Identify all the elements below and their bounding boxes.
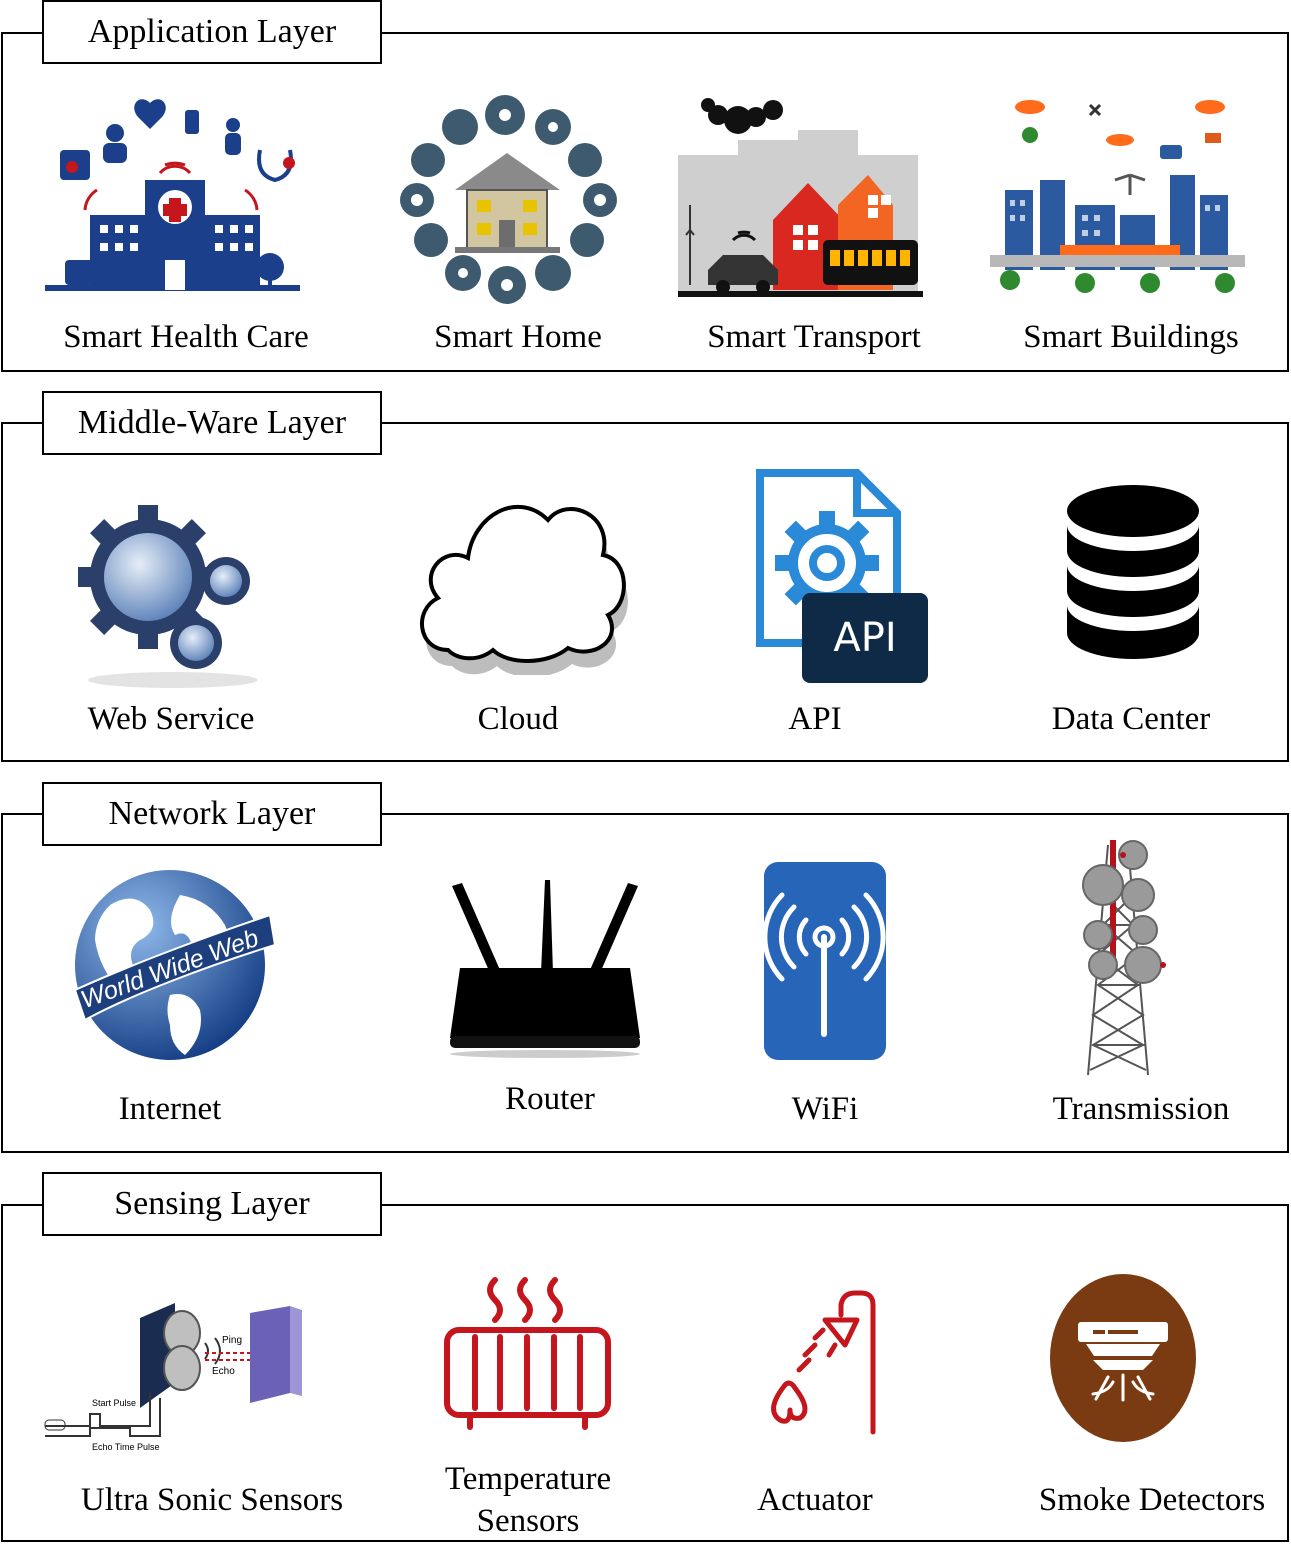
middleware-layer-title: Middle-Ware Layer	[42, 391, 382, 455]
api-label: API	[788, 701, 842, 737]
web-service-label: Web Service	[87, 701, 255, 737]
api-document-icon: API	[756, 469, 928, 683]
application-layer-panel	[1, 32, 1289, 372]
wifi-icon	[764, 862, 886, 1060]
transmission-tower-icon	[1082, 840, 1166, 1076]
smart-city-transport-icon	[678, 98, 923, 297]
ultrasonic-sensor-icon: Ping Echo Start Pulse Echo Time Pulse	[44, 1303, 302, 1452]
globe-icon: World Wide Web	[73, 870, 275, 1060]
smart-health-care-label: Smart Health Care	[63, 319, 309, 355]
router-label: Router	[505, 1081, 595, 1117]
wifi-label: WiFi	[791, 1091, 859, 1127]
sprinkler-actuator-icon	[771, 1290, 876, 1435]
temperature-sensors-label-line2: Sensors	[476, 1503, 580, 1539]
echo-time-pulse-text: Echo Time Pulse	[92, 1442, 160, 1452]
internet-label: Internet	[118, 1091, 222, 1127]
middleware-layer-panel	[1, 422, 1289, 762]
temperature-sensors-label-line1: Temperature	[444, 1461, 612, 1497]
hospital-icon	[45, 99, 300, 291]
network-layer-title: Network Layer	[42, 782, 382, 846]
smart-home-icon	[400, 95, 617, 304]
ping-text: Ping	[222, 1335, 242, 1346]
smart-buildings-label: Smart Buildings	[1023, 319, 1239, 355]
api-badge-text: API	[833, 615, 896, 661]
smoke-detectors-label: Smoke Detectors	[1038, 1482, 1266, 1518]
smoke-detector-icon	[1050, 1274, 1196, 1442]
router-icon	[450, 880, 640, 1058]
ultrasonic-sensors-label: Ultra Sonic Sensors	[80, 1482, 344, 1518]
gears-icon	[78, 505, 258, 688]
echo-text: Echo	[212, 1366, 235, 1377]
network-layer-panel	[1, 813, 1289, 1153]
start-pulse-text: Start Pulse	[92, 1398, 136, 1408]
actuator-label: Actuator	[757, 1482, 873, 1518]
smart-transport-label: Smart Transport	[707, 319, 921, 355]
cloud-icon	[420, 504, 628, 675]
heater-icon	[444, 1277, 611, 1430]
database-icon	[1067, 485, 1199, 659]
transmission-label: Transmission	[1052, 1091, 1230, 1127]
data-center-label: Data Center	[1051, 701, 1211, 737]
application-layer-title: Application Layer	[42, 0, 382, 64]
smart-buildings-icon	[990, 100, 1245, 293]
smart-home-label: Smart Home	[434, 319, 602, 355]
sensing-layer-title: Sensing Layer	[42, 1172, 382, 1236]
sensing-layer-panel	[1, 1204, 1289, 1542]
cloud-label: Cloud	[477, 701, 559, 737]
